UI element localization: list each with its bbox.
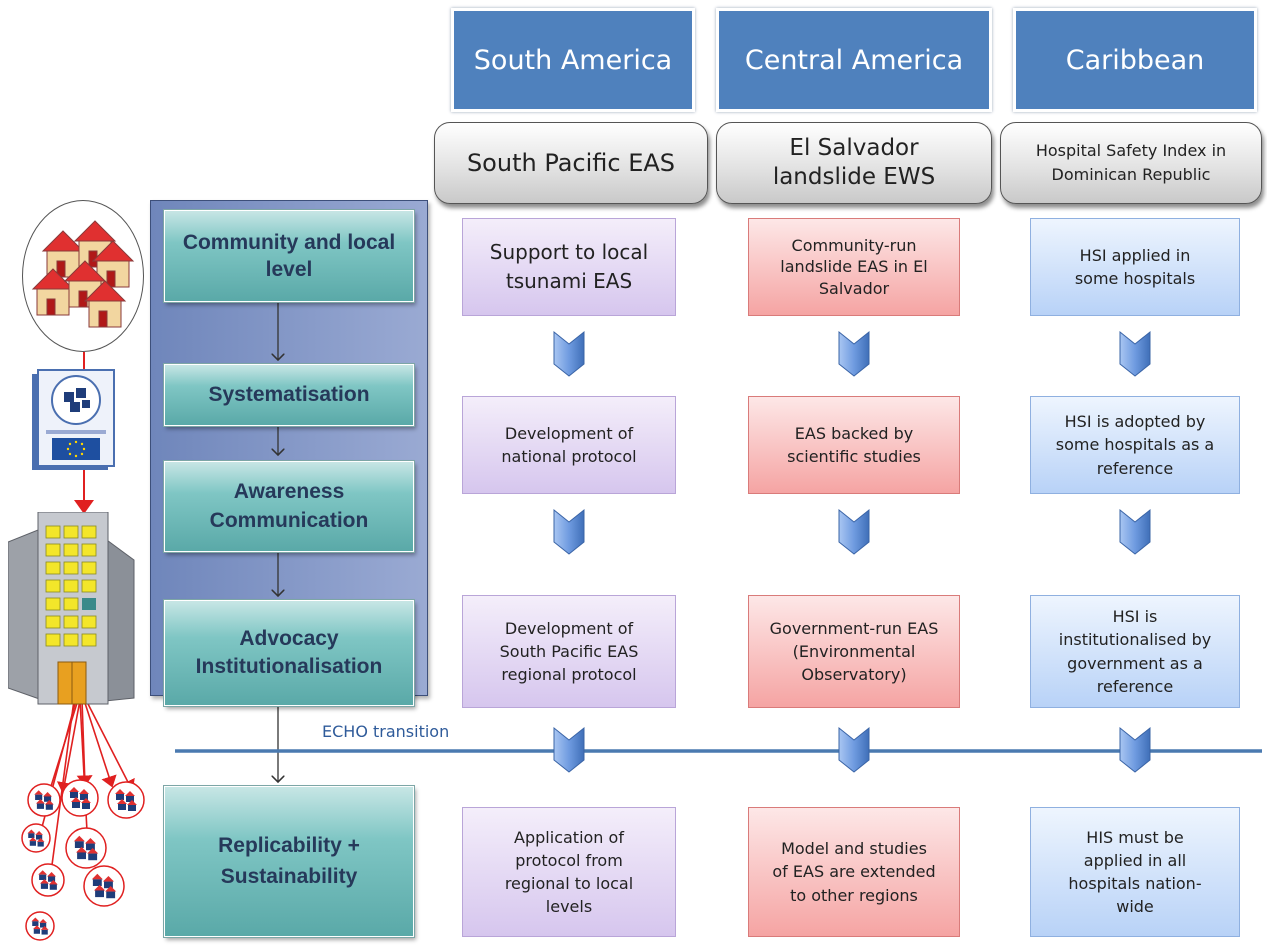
stage-community: Community and local level (163, 209, 415, 303)
stage-awareness: Awareness Communication (163, 460, 415, 553)
house-cluster-icon (107, 781, 145, 819)
central-cell-3: Government-run EAS (Environmental Observ… (748, 595, 960, 708)
chevron-down-icon (553, 330, 585, 377)
eu-document-icon (30, 368, 116, 472)
chevron-down-icon (838, 330, 870, 377)
chevron-down-icon (1119, 726, 1151, 773)
chevron-down-icon (838, 508, 870, 555)
region-header-central-america: Central America (716, 8, 992, 112)
house-cluster-icon (83, 865, 125, 907)
chevron-down-icon (553, 508, 585, 555)
central-cell-2: EAS backed by scientific studies (748, 396, 960, 494)
house-cluster-icon (65, 827, 107, 869)
house-cluster-icon (61, 779, 99, 817)
stage-replicability: Replicability + Sustainability (163, 785, 415, 938)
chevron-down-icon (1119, 330, 1151, 377)
house-cluster-icon (21, 823, 51, 853)
south-cell-1: Support to local tsunami EAS (462, 218, 676, 316)
house-cluster-icon (27, 783, 61, 817)
project-hospital-safety-index: Hospital Safety Index in Dominican Repub… (1000, 122, 1262, 204)
houses-icon (22, 200, 144, 352)
caribbean-cell-1: HSI applied in some hospitals (1030, 218, 1240, 316)
replicated-houses-icon (21, 779, 145, 941)
office-building-icon (7, 511, 136, 708)
stage-advocacy: Advocacy Institutionalisation (163, 599, 415, 707)
house-cluster-icon (25, 911, 55, 941)
south-cell-2: Development of national protocol (462, 396, 676, 494)
chevron-down-icon (838, 726, 870, 773)
south-cell-3: Development of South Pacific EAS regiona… (462, 595, 676, 708)
echo-transition-label: ECHO transition (322, 722, 450, 741)
caribbean-cell-2: HSI is adopted by some hospitals as a re… (1030, 396, 1240, 494)
house-cluster-icon (31, 863, 65, 897)
caribbean-cell-4: HIS must be applied in all hospitals nat… (1030, 807, 1240, 937)
project-el-salvador-landslide: El Salvador landslide EWS (716, 122, 992, 204)
stage-systematisation: Systematisation (163, 363, 415, 427)
south-cell-4: Application of protocol from regional to… (462, 807, 676, 937)
chevron-down-icon (553, 726, 585, 773)
central-cell-1: Community-run landslide EAS in El Salvad… (748, 218, 960, 316)
region-header-south-america: South America (451, 8, 695, 112)
chevron-down-icon (1119, 508, 1151, 555)
caribbean-cell-3: HSI is institutionalised by government a… (1030, 595, 1240, 708)
central-cell-4: Model and studies of EAS are extended to… (748, 807, 960, 937)
project-south-pacific-eas: South Pacific EAS (434, 122, 708, 204)
region-header-caribbean: Caribbean (1013, 8, 1257, 112)
